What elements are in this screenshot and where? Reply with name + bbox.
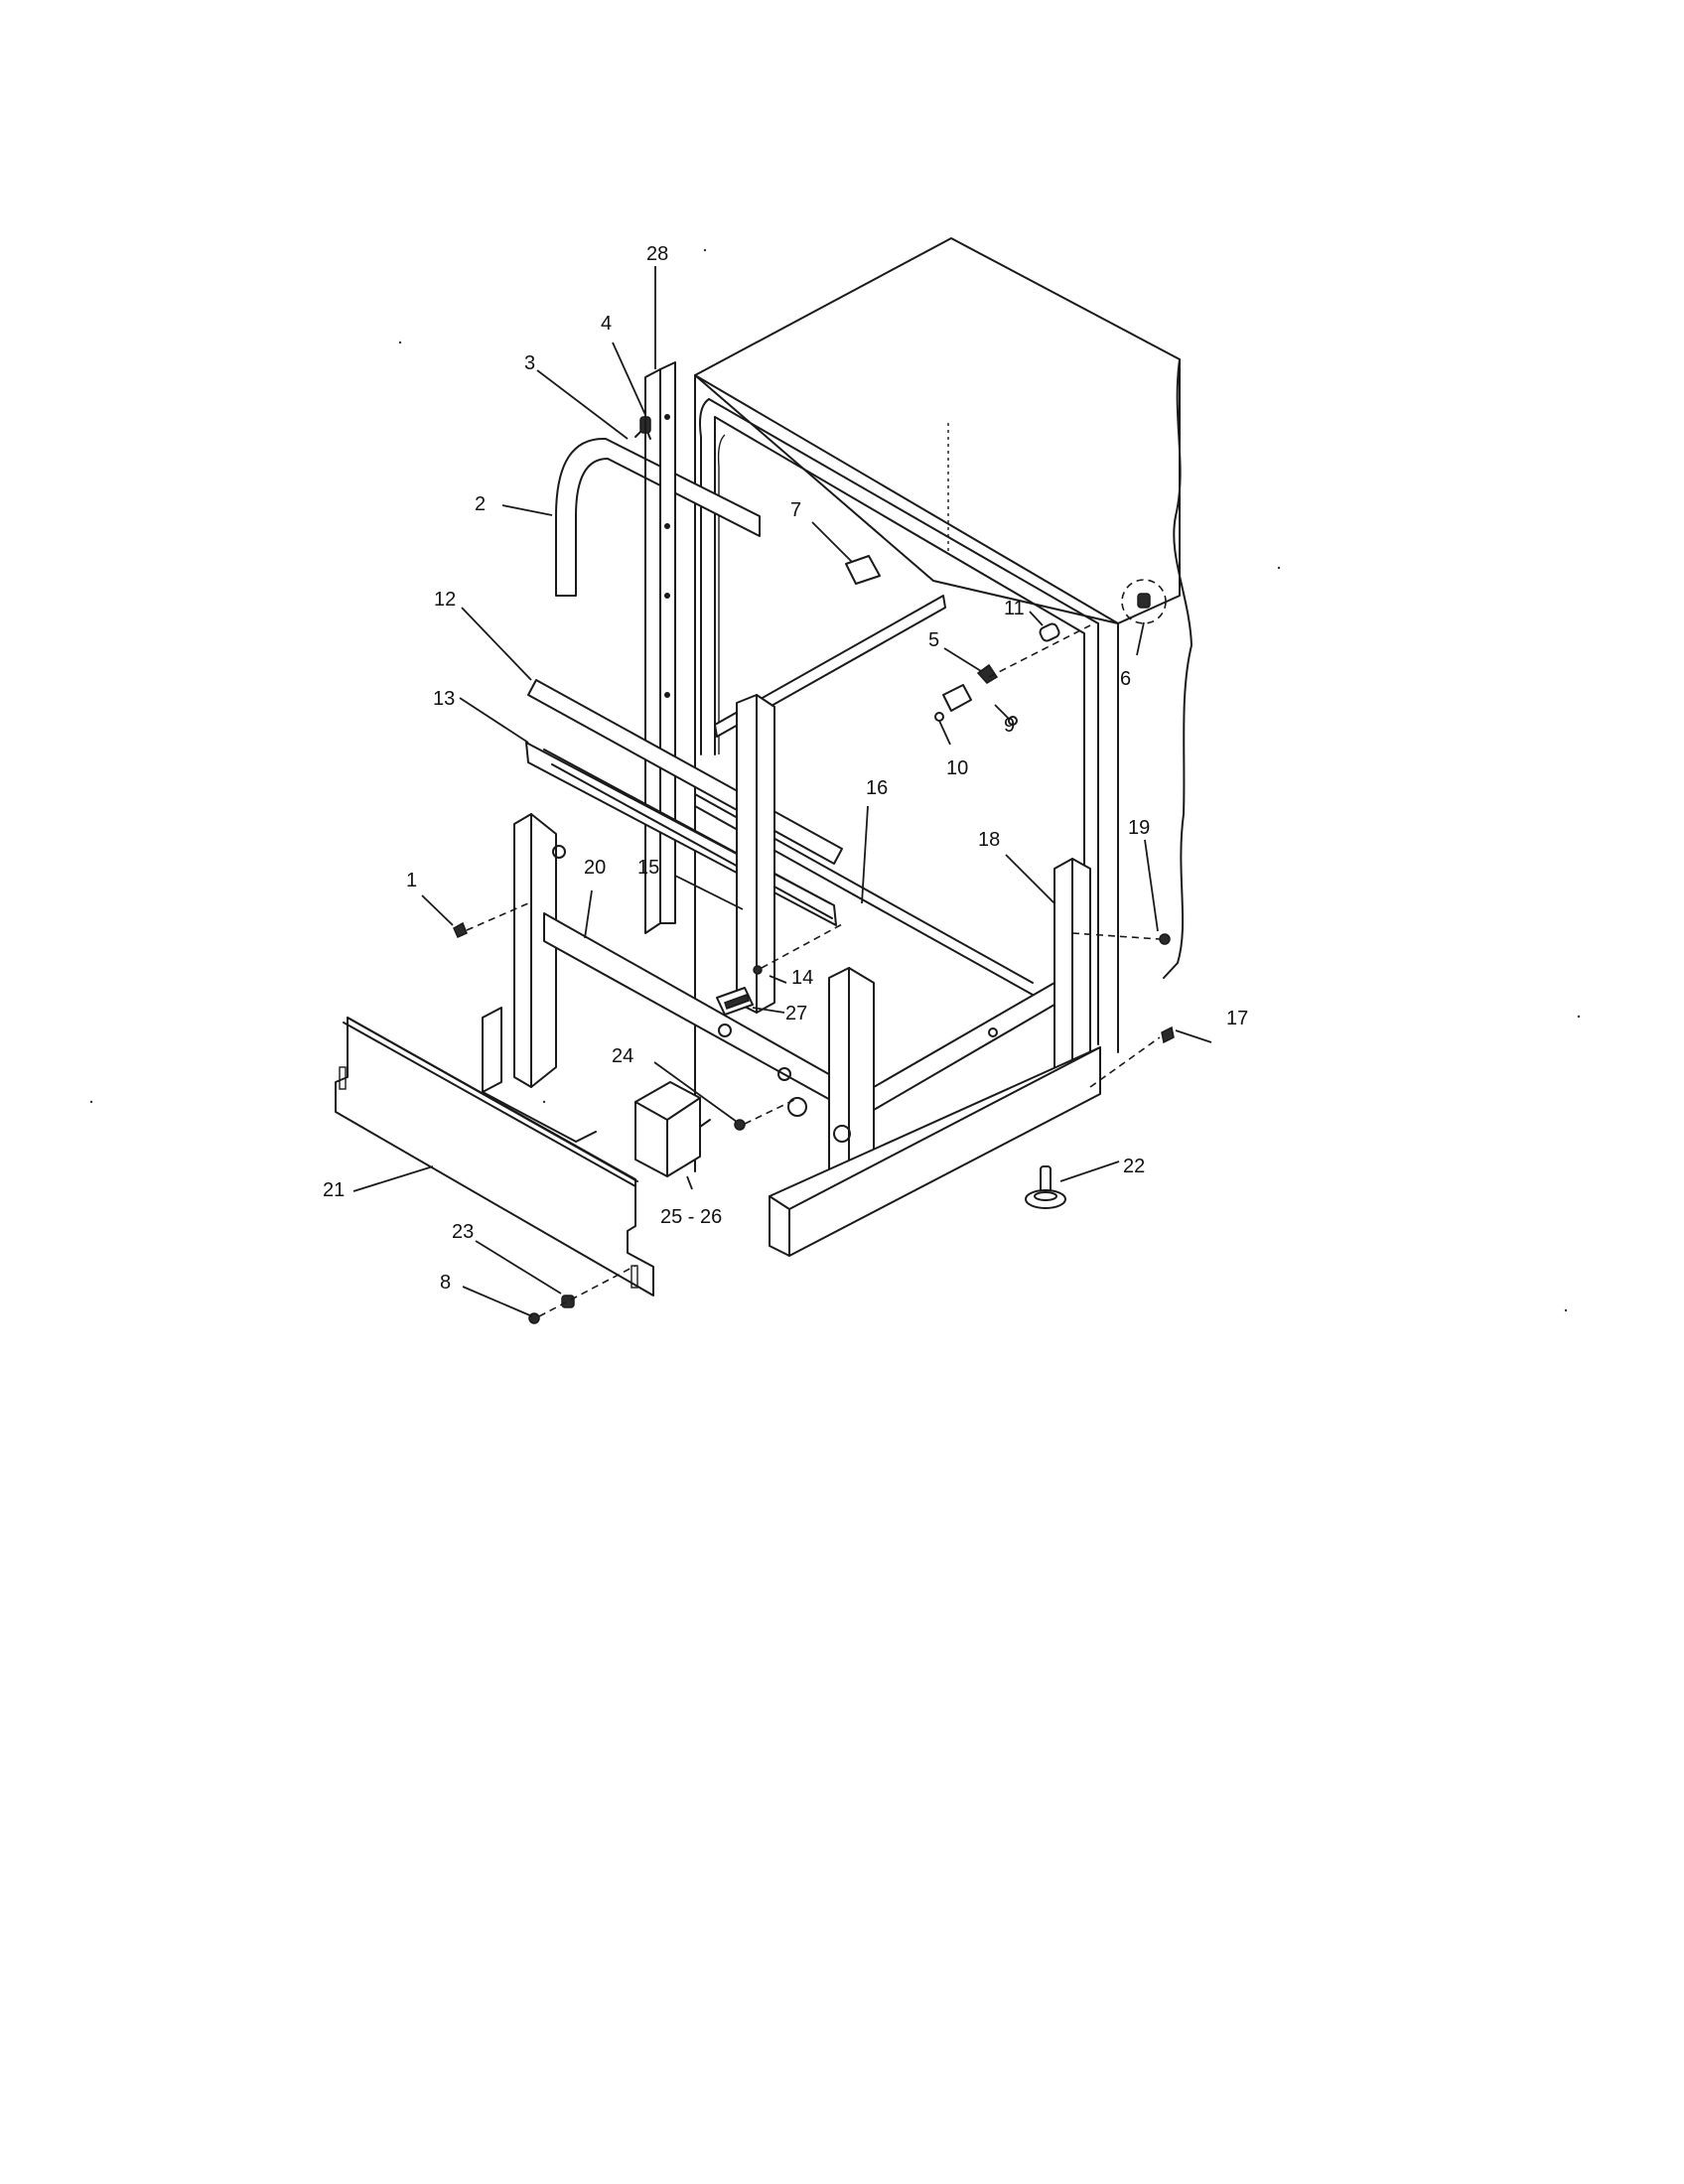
callout-7: 7 — [790, 499, 801, 521]
callout-25-26: 25 - 26 — [660, 1206, 722, 1228]
callout-18: 18 — [978, 829, 1000, 851]
callout-1: 1 — [406, 870, 417, 891]
callout-4: 4 — [601, 313, 612, 335]
callout-12: 12 — [434, 589, 456, 611]
callout-8: 8 — [440, 1272, 451, 1294]
cabinet-tub — [694, 237, 1193, 1172]
callout-20: 20 — [584, 857, 606, 879]
callout-21: 21 — [323, 1179, 345, 1201]
base-frame — [482, 694, 1101, 1257]
callout-11: 11 — [1004, 598, 1025, 619]
upright-post — [644, 361, 676, 934]
callout-16: 16 — [866, 777, 888, 799]
callout-14: 14 — [791, 967, 813, 989]
assembly-lines — [466, 624, 1161, 1317]
callout-9: 9 — [1004, 715, 1015, 737]
callout-17: 17 — [1226, 1008, 1248, 1029]
callout-27: 27 — [785, 1003, 807, 1024]
callout-24: 24 — [612, 1045, 633, 1067]
callout-15: 15 — [637, 857, 659, 879]
callout-5: 5 — [928, 629, 939, 651]
callout-labels: 28 4 3 2 7 11 5 6 9 10 12 13 16 18 19 1 … — [323, 243, 1248, 1294]
callout-10: 10 — [946, 757, 968, 779]
callout-2: 2 — [475, 493, 486, 515]
callout-13: 13 — [433, 688, 455, 710]
callout-3: 3 — [524, 352, 535, 374]
small-parts — [453, 555, 1175, 1324]
callout-6: 6 — [1120, 668, 1131, 690]
door-hinge-bar — [555, 416, 761, 597]
leader-lines — [352, 266, 1212, 1317]
toe-kick-panel — [335, 1017, 654, 1297]
callout-23: 23 — [452, 1221, 474, 1243]
callout-19: 19 — [1128, 817, 1150, 839]
callout-22: 22 — [1123, 1156, 1145, 1177]
scan-specks — [89, 248, 1581, 1312]
callout-28: 28 — [646, 243, 668, 265]
